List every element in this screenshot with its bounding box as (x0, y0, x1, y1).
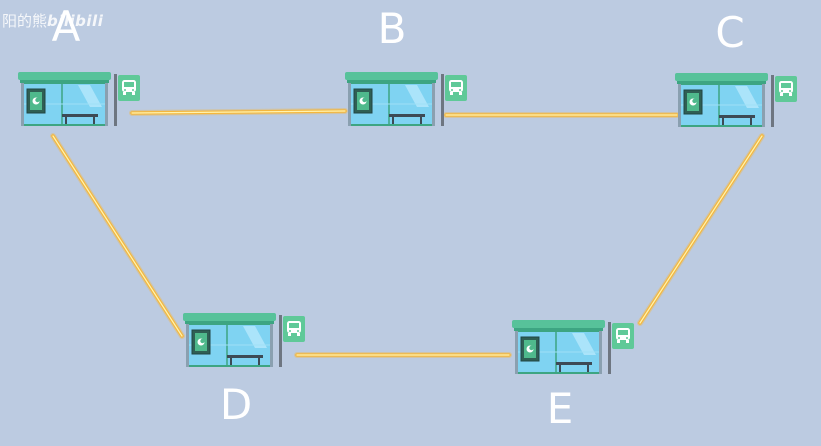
stop-label-e: E (546, 384, 574, 433)
route-c-e (637, 133, 765, 326)
bus-stop-shelter-icon (345, 72, 467, 126)
bus-stop-shelter-icon (675, 73, 797, 127)
stop-label-b: B (377, 4, 407, 53)
stop-label-a: A (51, 2, 81, 51)
bus-stop-shelter-icon (183, 313, 305, 367)
route-a-b (129, 108, 348, 116)
bus-stop-shelter-icon (512, 320, 634, 374)
watermark-brand: bilibili (47, 12, 104, 30)
stop-label-c: C (715, 8, 745, 57)
routes-layer (50, 108, 765, 358)
stop-label-d: D (219, 380, 253, 429)
watermark-prefix: 阳的熊 (2, 12, 48, 30)
watermark: 阳的熊bilibili (2, 10, 103, 31)
bus-stop-shelter-icon (18, 72, 140, 126)
stops-layer (18, 72, 797, 374)
route-a-d (50, 133, 185, 339)
